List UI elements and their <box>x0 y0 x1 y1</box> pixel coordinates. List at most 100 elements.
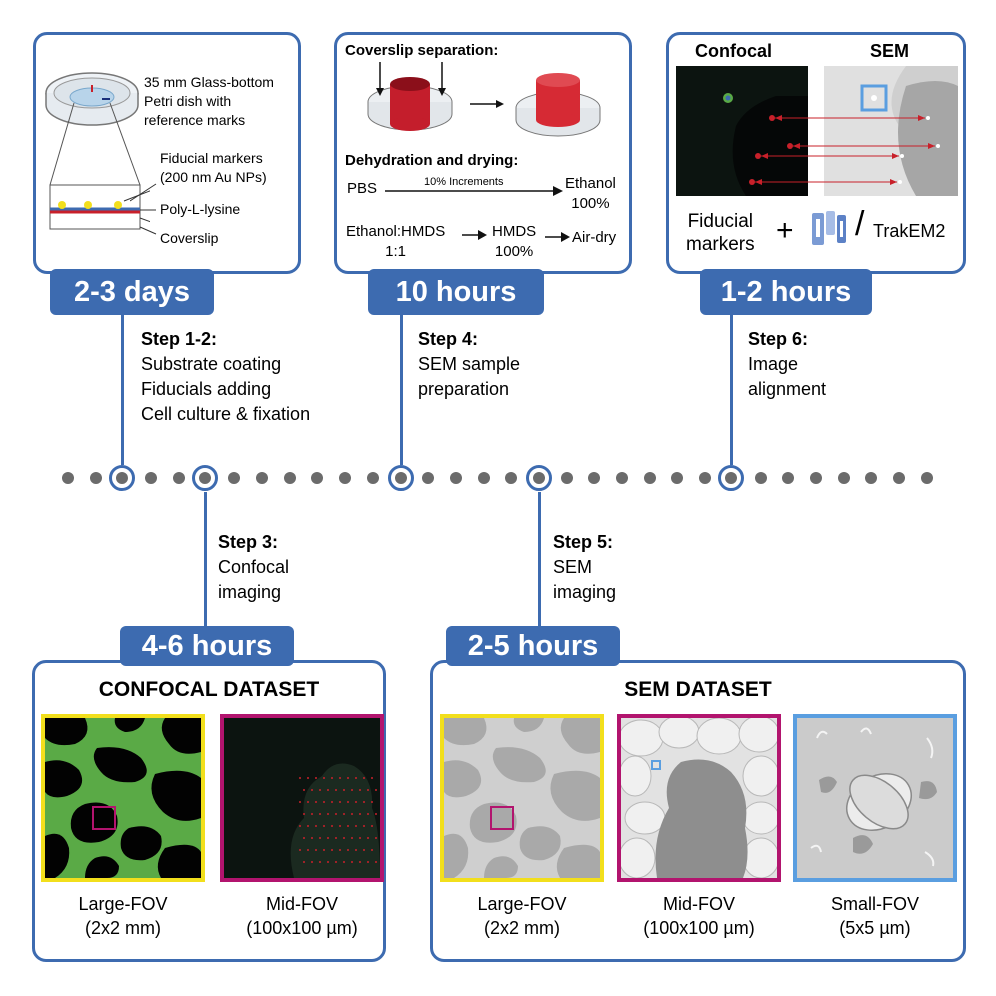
ethanol-hmds-label: Ethanol:HMDS 1:1 <box>346 223 446 260</box>
sem-mid-fov-small-marker <box>651 760 661 770</box>
fiducial-dot <box>327 837 329 839</box>
confocal-label: Confocal <box>695 41 773 61</box>
fiducial-dot <box>327 861 329 863</box>
fiducial-dot <box>359 861 361 863</box>
fiducial-markers-label: Fiducial markers <box>686 211 755 255</box>
fiducial-dot <box>375 861 377 863</box>
fiducial-dot <box>359 813 361 815</box>
fiducial-dot <box>331 849 333 851</box>
fiducial-dot <box>307 801 309 803</box>
sem-large-fov-caption: Large-FOV (2x2 mm) <box>477 894 567 938</box>
timeline-dot <box>228 472 241 484</box>
timeline-dot <box>449 472 462 484</box>
fiducial-dot <box>351 861 353 863</box>
fiducial-dot <box>371 777 373 779</box>
timeline-dot <box>809 472 822 484</box>
fiducial-dot <box>315 777 317 779</box>
fiducial-dot <box>351 789 353 791</box>
duration-badge-sem: 2-5 hours <box>446 626 620 666</box>
fiducial-dot <box>323 801 325 803</box>
fiducial-dot <box>339 801 341 803</box>
timeline-dot <box>505 472 518 484</box>
fiducial-dot <box>343 837 345 839</box>
fiducial-dot <box>363 825 365 827</box>
connector-step6 <box>730 315 733 465</box>
hmds-arrow-2 <box>545 232 570 242</box>
dish-label: 35 mm Glass-bottom Petri dish with refer… <box>144 74 274 128</box>
confocal-mid-fov-image <box>220 714 384 882</box>
timeline-dot <box>782 472 795 484</box>
fiducial-dot <box>327 813 329 815</box>
sem-small-fov-image <box>793 714 957 882</box>
timeline-dot <box>422 472 435 484</box>
sem-mid-fov-image <box>617 714 781 882</box>
hmds-arrow-1 <box>462 230 487 240</box>
fiducial-dot <box>359 837 361 839</box>
step12-text: Substrate coating Fiducials adding Cell … <box>141 354 311 424</box>
step4-text: SEM sample preparation <box>418 354 521 399</box>
timeline-dot <box>588 472 601 484</box>
fiducial-dot <box>355 825 357 827</box>
step5-title: Step 5: <box>553 532 614 552</box>
sem-small-fov-caption: Small-FOV (5x5 µm) <box>830 894 919 938</box>
confocal-mid-fov-caption: Mid-FOV (100x100 µm) <box>246 894 358 938</box>
fiducial-dot <box>323 825 325 827</box>
timeline-step-marker <box>526 465 552 491</box>
sem-large-fov-image <box>440 714 604 882</box>
fiducial-dot <box>347 801 349 803</box>
fiducial-dot <box>343 789 345 791</box>
timeline-dot <box>754 472 767 484</box>
fiducial-dot <box>375 789 377 791</box>
fiducial-dot <box>303 789 305 791</box>
step3-title: Step 3: <box>218 532 279 552</box>
sem-label: SEM <box>870 41 910 61</box>
fiducial-dot <box>307 849 309 851</box>
timeline-step-marker <box>109 465 135 491</box>
leader-lines <box>130 183 157 235</box>
fiducial-dot <box>299 777 301 779</box>
fiducial-dot <box>355 801 357 803</box>
fiducial-dot <box>367 837 369 839</box>
fiducial-dot <box>315 849 317 851</box>
fiducial-dot <box>375 813 377 815</box>
fiducial-dot <box>335 813 337 815</box>
fiducial-dot <box>331 777 333 779</box>
timeline-dot <box>643 472 656 484</box>
coverslip-separation-illustration <box>367 62 601 137</box>
fiducial-dot <box>311 861 313 863</box>
fiducial-dot <box>335 861 337 863</box>
connector-step3 <box>204 492 207 630</box>
fiducial-dot <box>315 825 317 827</box>
fiducial-dot <box>319 861 321 863</box>
timeline-dot <box>62 472 74 484</box>
fiducial-dot <box>311 837 313 839</box>
confocal-large-fov-image <box>41 714 205 882</box>
timeline-step-marker <box>718 465 744 491</box>
fiducial-dot <box>367 813 369 815</box>
step5-text: SEM imaging <box>553 557 617 602</box>
timeline-step-marker <box>192 465 218 491</box>
fiducial-dot <box>367 789 369 791</box>
sem-large-fov-mid-marker <box>490 806 514 830</box>
ethanol-label: Ethanol 100% <box>565 175 616 212</box>
fiducial-dot <box>343 861 345 863</box>
step12-title: Step 1-2: <box>141 329 218 349</box>
petri-dish-illustration <box>45 72 150 230</box>
fiji-logo-icon <box>812 211 846 245</box>
fiducial-dot <box>355 849 357 851</box>
connector-step12 <box>121 315 124 465</box>
fiducial-dot <box>303 861 305 863</box>
timeline-dot <box>172 472 185 484</box>
prep-box <box>33 32 301 274</box>
fiducial-dot <box>299 849 301 851</box>
fiducial-dot <box>359 789 361 791</box>
duration-badge-confocal: 4-6 hours <box>120 626 294 666</box>
timeline-dot <box>865 472 878 484</box>
timeline-dot <box>477 472 490 484</box>
fiducial-dot <box>319 813 321 815</box>
hmds-label: HMDS 100% <box>492 223 537 260</box>
fiducial-dot <box>315 801 317 803</box>
fiducial-dot <box>323 849 325 851</box>
fiducial-dot <box>343 813 345 815</box>
duration-badge-alignment: 1-2 hours <box>700 269 872 315</box>
